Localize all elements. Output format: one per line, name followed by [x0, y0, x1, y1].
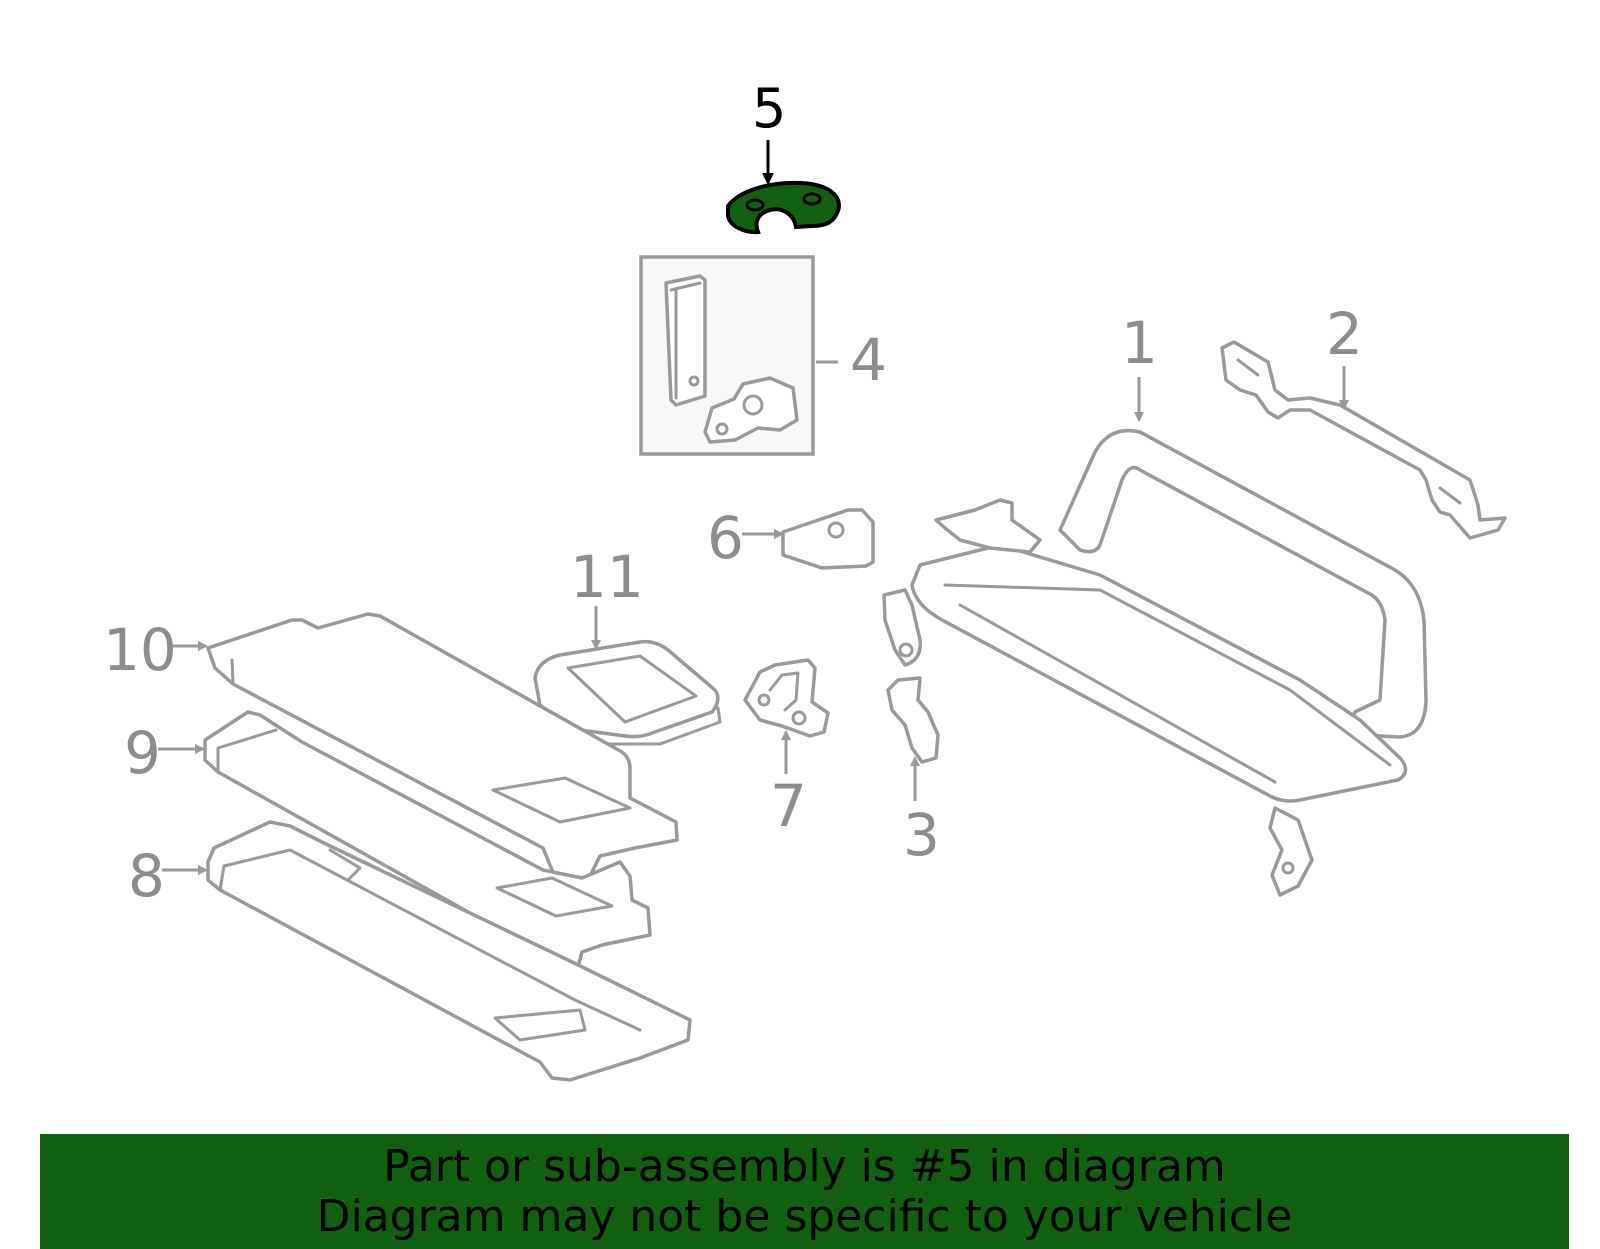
- callout-8: 8: [128, 842, 165, 910]
- part-3-link: [886, 676, 940, 764]
- callout-7: 7: [770, 772, 807, 840]
- banner-line-1: Part or sub-assembly is #5 in diagram: [383, 1140, 1226, 1192]
- part-8-base: [206, 820, 692, 1082]
- part-1-seat-frame: [882, 428, 1428, 897]
- callout-10: 10: [103, 616, 177, 684]
- info-banner: Part or sub-assembly is #5 in diagram Di…: [40, 1134, 1569, 1249]
- callout-11: 11: [570, 543, 644, 611]
- callout-4: 4: [850, 326, 887, 394]
- part-4-kit: [639, 255, 815, 456]
- part-7-latch-bracket: [743, 658, 830, 738]
- callout-2: 2: [1326, 300, 1363, 368]
- parts-diagram: 5 4 1 2 6: [103, 77, 1507, 1082]
- callout-9: 9: [124, 719, 161, 787]
- part-2-bracket: [1220, 340, 1507, 540]
- callout-6: 6: [707, 504, 744, 572]
- callout-5: 5: [752, 77, 786, 140]
- part-6-cover: [781, 508, 875, 570]
- callout-1: 1: [1121, 309, 1158, 377]
- banner-line-2: Diagram may not be specific to your vehi…: [316, 1190, 1293, 1242]
- callout-3: 3: [903, 801, 940, 869]
- part-5-highlighted[interactable]: [726, 180, 841, 235]
